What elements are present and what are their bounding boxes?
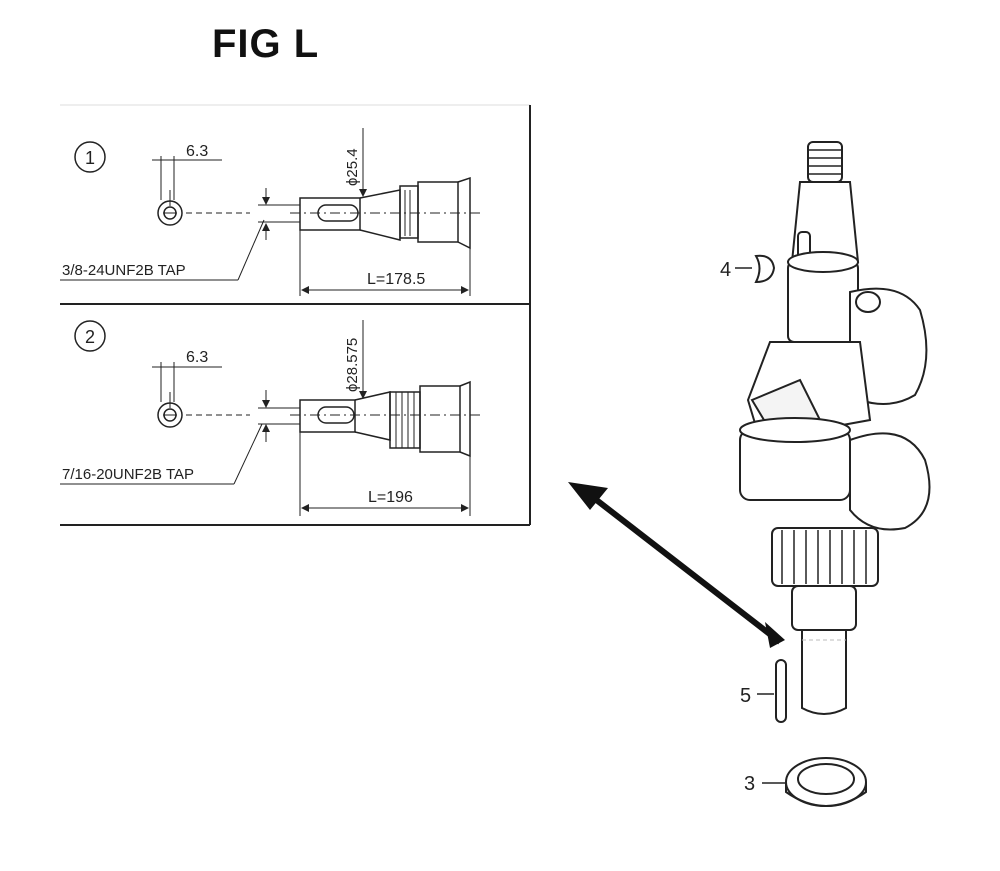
variant-2-offset: 6.3 — [186, 349, 208, 366]
crankshaft-illustration — [739, 141, 931, 715]
variant-2-tap: 7/16-20UNF2B TAP — [62, 466, 194, 483]
variant-2-index-circle — [74, 320, 106, 352]
variant-1-length: L=178.5 — [367, 271, 425, 288]
oil-seal-part-3 — [762, 757, 867, 807]
variant-2: 2 6.3 ϕ28.575 — [60, 320, 482, 516]
key-part-5 — [757, 659, 787, 723]
variant-1-diameter: ϕ25.4 — [344, 148, 361, 186]
variant-1-index-circle — [74, 141, 106, 173]
variant-2-diameter: ϕ28.575 — [344, 338, 361, 392]
variant-1-end-view — [152, 156, 222, 226]
variant-1: 1 6.3 — [60, 128, 482, 296]
variant-2-end-view — [152, 362, 222, 428]
key-part-4 — [735, 254, 776, 284]
callout-5: 5 — [740, 685, 751, 707]
figure-title: FIG L — [212, 22, 320, 66]
callout-4: 4 — [720, 259, 731, 281]
variant-2-length: L=196 — [368, 489, 413, 506]
variant-1-index: 1 — [85, 148, 95, 168]
variant-2-index: 2 — [85, 327, 95, 347]
inset-frame — [60, 104, 531, 526]
variant-1-tap: 3/8-24UNF2B TAP — [62, 262, 186, 279]
callout-3: 3 — [744, 773, 755, 795]
variant-1-offset: 6.3 — [186, 143, 208, 160]
pointer-arrow — [568, 482, 785, 648]
variant-2-shaft — [299, 380, 471, 458]
